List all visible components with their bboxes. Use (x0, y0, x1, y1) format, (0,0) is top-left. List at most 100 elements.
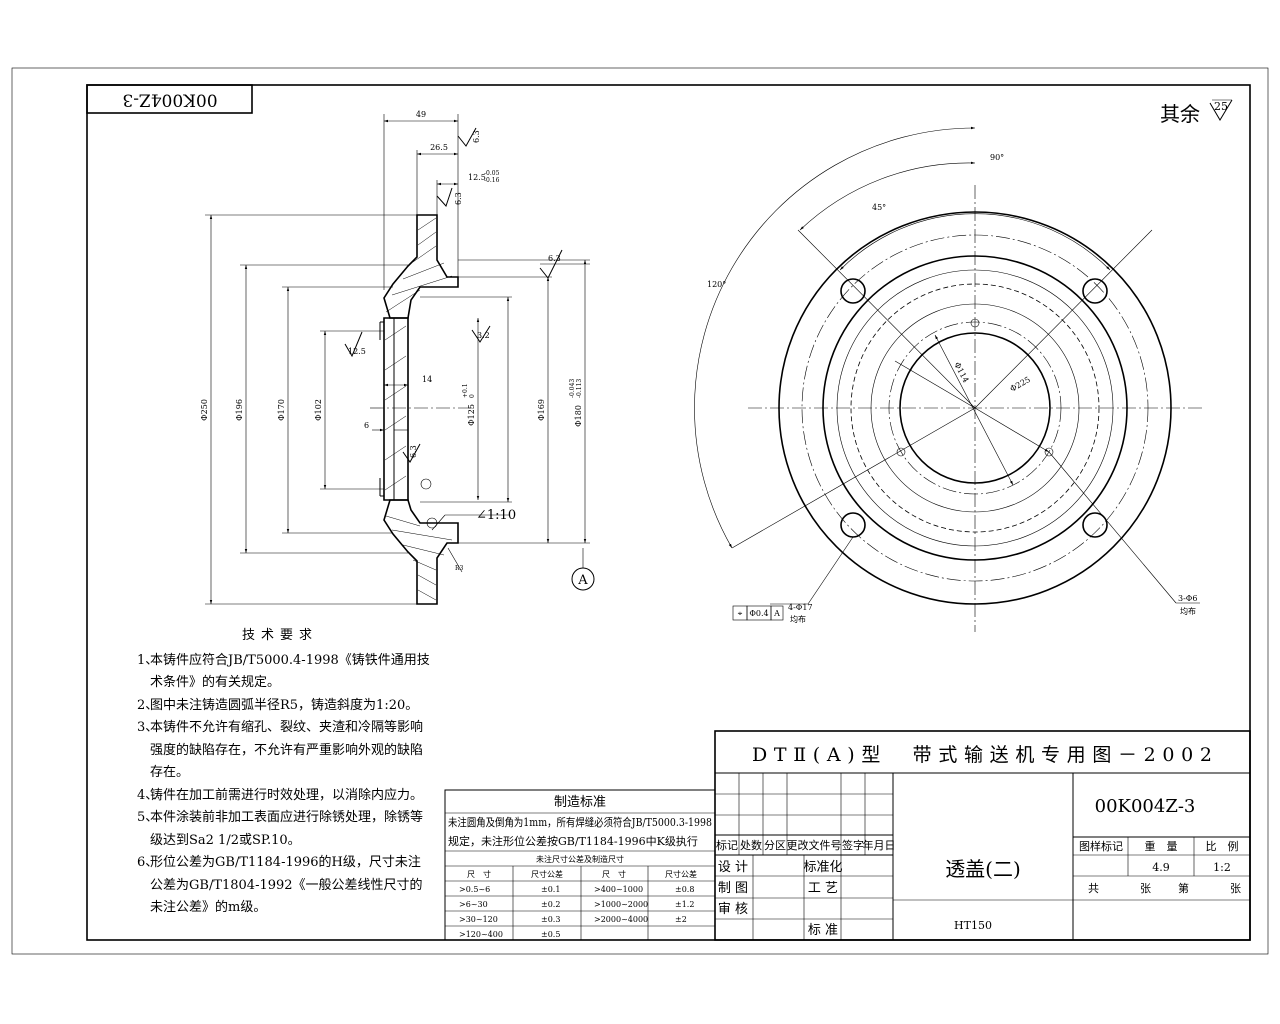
front-view: Φ114 Φ225 90° 45° 120° ⌖ Φ0.4 A 4-Φ17 均布… (694, 126, 1202, 632)
dim-phi196: Φ196 (235, 399, 244, 421)
tech-item-4: 4、铸件在加工前需进行时效处理，以消除内应力。 (137, 787, 424, 803)
mfg-cell-0-2: >400~1000 (594, 885, 643, 894)
label-weight: 重 量 (1145, 839, 1178, 853)
tech-item-3: 3、本铸件不允许有缩孔、裂纹、夹渣和冷隔等影响强度的缺陷存在，不允许有严重影响外… (137, 720, 424, 780)
roughness-default-label: 其余 (1160, 102, 1200, 126)
roughness-default-value: 25 (1214, 100, 1228, 113)
section-view: Φ250 Φ196 Φ170 Φ102 Φ125 +0.1 0 Φ169 Φ18… (200, 110, 595, 605)
rough-6-3-d: 6.3 (409, 445, 418, 458)
rev-header-3: 更改文件号 (787, 838, 842, 852)
dim-phi125: Φ125 (467, 404, 476, 426)
rev-header-4: 签字 (842, 838, 864, 852)
tech-requirements-title: 技术要求 (241, 628, 318, 643)
mfg-cell-0-3: ±0.8 (675, 885, 694, 894)
mfg-cell-0-0: >0.5~6 (459, 885, 490, 894)
label-sheets: 张 (1140, 882, 1151, 895)
rough-3-2: 3.2 (477, 331, 490, 340)
dim-phi250: Φ250 (200, 399, 209, 421)
tech-requirements: 技术要求 1、本铸件应符合JB/T5000.4-1998《铸铁件通用技术条件》的… (130, 625, 430, 920)
dim-phi102: Φ102 (314, 399, 323, 421)
label-process: 工 艺 (808, 881, 838, 896)
mfg-header-3: 尺寸公差 (665, 869, 697, 879)
angle-45: 45° (872, 203, 886, 212)
outer-border (11, 67, 1269, 955)
dim-12-5: 12.5 (468, 173, 486, 182)
label-scale: 比 例 (1206, 839, 1239, 853)
weight-value: 4.9 (1152, 861, 1170, 874)
title-block: 标记处数分区更改文件号签字年月日 DTⅡ(A)型 带式输送机专用图－2002 0… (714, 730, 1251, 941)
label-standardization: 标准化 (803, 860, 842, 875)
dim-phi125-tol-upper: +0.1 (462, 383, 469, 398)
rev-header-5: 年月日 (863, 838, 896, 852)
tol-symbol: ⌖ (738, 609, 743, 618)
rough-6-3-a: 6.3 (472, 130, 481, 143)
manufacturing-table: 制造标准 未注圆角及倒角为1mm，所有焊缝必须符合JB/T5000.3-1998… (444, 789, 716, 941)
dim-12-5-tol-lower: -0.16 (484, 177, 500, 184)
mfg-header-0: 尺 寸 (467, 869, 491, 879)
holes-small-note: 均布 (1180, 606, 1196, 616)
mfg-cell-2-2: >2000~4000 (594, 915, 648, 924)
mfg-subtitle: 未注尺寸公差及制造尺寸 (536, 854, 624, 864)
tech-item-5: 5、本件涂装前非加工表面应进行除锈处理，除锈等级达到Sa2 1/2或SP.10。 (137, 810, 424, 848)
label-sheet-no: 第 (1178, 881, 1189, 895)
mfg-cell-3-0: >120~400 (459, 930, 503, 939)
mfg-cell-2-1: ±0.3 (541, 915, 560, 924)
rough-6-3-b: 6.3 (454, 192, 463, 205)
dim-phi180: Φ180 (574, 405, 583, 427)
mirrored-number-box: 00K004Z-3 (86, 84, 253, 114)
label-design: 设 计 (718, 860, 748, 875)
mfg-line1: 未注圆角及倒角为1mm，所有焊缝必须符合JB/T5000.3-1998 (448, 815, 712, 829)
rev-header-2: 分区 (764, 839, 786, 852)
rough-6-3-c: 6.3 (548, 254, 561, 263)
angle-120: 120° (707, 280, 726, 289)
mfg-cell-1-0: >6~30 (459, 900, 488, 909)
label-drawn: 制 图 (718, 881, 748, 896)
rough-12-5: 12.5 (348, 347, 366, 356)
mfg-header-2: 尺 寸 (602, 869, 626, 879)
series-title: DTⅡ(A)型 带式输送机专用图－2002 (752, 744, 1212, 766)
part-name: 透盖(二) (945, 857, 1021, 881)
dim-phi225: Φ225 (1009, 375, 1032, 394)
datum-a: A (577, 573, 588, 588)
dim-phi125-tol-lower: 0 (469, 394, 476, 398)
label-standard: 标 准 (808, 923, 838, 938)
mfg-cell-1-3: ±1.2 (675, 900, 694, 909)
rev-header-0: 标记 (716, 838, 738, 852)
dim-49: 49 (416, 110, 426, 119)
holes-large-note: 均布 (790, 614, 806, 624)
mfg-cell-3-1: ±0.5 (541, 930, 560, 939)
dim-phi180-tol-upper: -0.043 (569, 379, 576, 398)
mirrored-number: 00K004Z-3 (122, 90, 217, 110)
dim-phi170: Φ170 (277, 399, 286, 421)
tol-value: Φ0.4 (749, 609, 768, 618)
angle-90: 90° (990, 153, 1004, 162)
mfg-cell-1-1: ±0.2 (541, 900, 560, 909)
tech-item-6: 6、形位公差为GB/T1184-1996的H级，尺寸未注公差为GB/T1804-… (137, 855, 423, 915)
label-review: 审 核 (718, 902, 748, 917)
mfg-cell-2-0: >30~120 (459, 915, 498, 924)
label-sheet-unit: 张 (1230, 882, 1241, 895)
mfg-cell-2-3: ±2 (675, 915, 687, 924)
holes-large: 4-Φ17 (788, 603, 813, 612)
roughness-default: 其余 25 (1160, 99, 1233, 126)
holes-small: 3-Φ6 (1178, 594, 1197, 603)
dim-phi180-tol-lower: -0.113 (576, 379, 583, 398)
dim-phi169: Φ169 (537, 399, 546, 421)
mfg-cell-0-1: ±0.1 (541, 885, 560, 894)
rev-header-1: 处数 (740, 839, 762, 852)
tech-item-1: 1、本铸件应符合JB/T5000.4-1998《铸铁件通用技术条件》的有关规定。 (137, 652, 430, 691)
mfg-line2: 规定，未注形位公差按GB/T1184-1996中K级执行 (448, 834, 698, 848)
dim-26-5: 26.5 (430, 143, 448, 152)
dim-phi114: Φ114 (952, 361, 970, 384)
mfg-header-1: 尺寸公差 (531, 869, 563, 879)
mfg-cell-1-2: >1000~2000 (594, 900, 648, 909)
dim-12-5-tol-upper: -0.05 (484, 170, 500, 177)
drawing-number: 00K004Z-3 (1095, 796, 1196, 817)
dim-6: 6 (364, 421, 369, 430)
scale-value: 1:2 (1213, 861, 1231, 874)
taper-label: ∠1:10 (476, 508, 516, 523)
mfg-title: 制造标准 (554, 795, 606, 810)
tol-datum: A (773, 609, 780, 618)
material: HT150 (954, 919, 992, 932)
